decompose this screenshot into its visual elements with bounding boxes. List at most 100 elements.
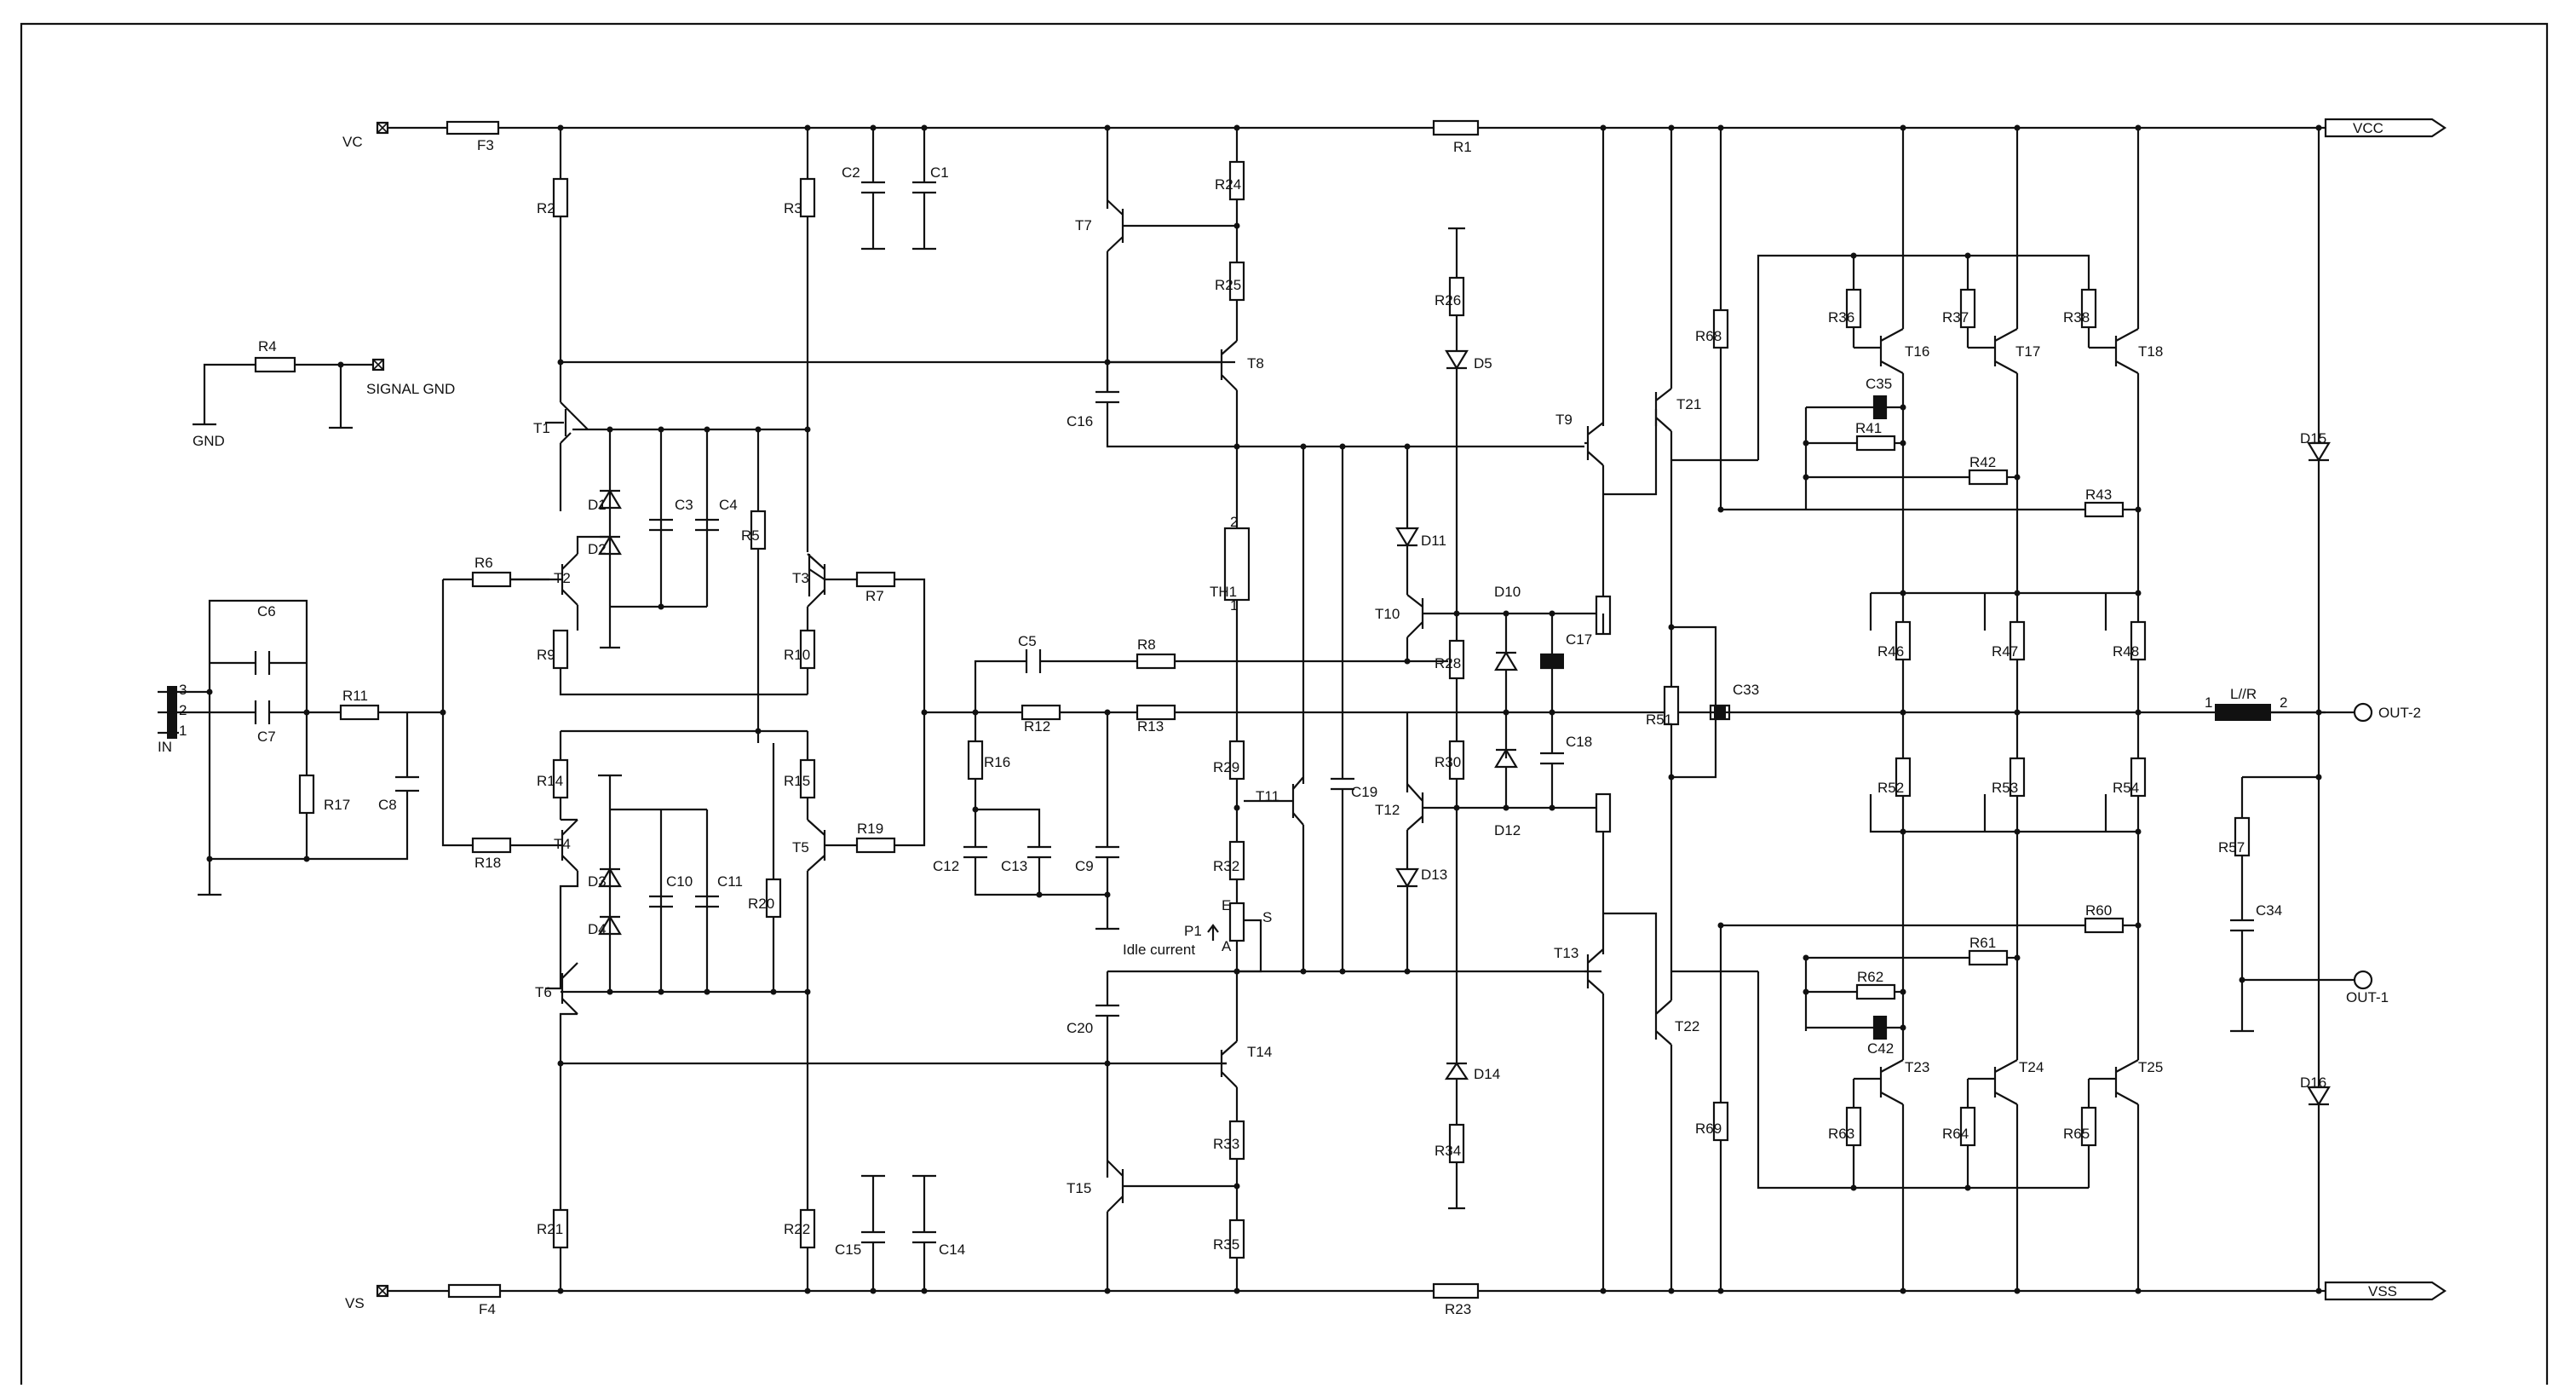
transistor-t7 xyxy=(1107,199,1237,252)
label-t25: T25 xyxy=(2138,1059,2163,1075)
out2-terminal xyxy=(2353,702,2373,723)
label-c8: C8 xyxy=(378,797,397,813)
label-p1-a: A xyxy=(1222,938,1232,954)
label-r63: R63 xyxy=(1828,1126,1854,1142)
label-r51: R51 xyxy=(1646,712,1672,728)
label-t10: T10 xyxy=(1375,606,1400,622)
resistor-r41 xyxy=(1855,435,1896,452)
label-r9: R9 xyxy=(537,647,555,663)
label-c17: C17 xyxy=(1566,631,1592,648)
resistor-r61 xyxy=(1968,949,2009,966)
label-r7: R7 xyxy=(865,588,884,604)
label-r38: R38 xyxy=(2063,309,2090,326)
label-c7: C7 xyxy=(257,729,276,745)
label-t6: T6 xyxy=(535,984,552,1000)
label-vss: VSS xyxy=(2368,1283,2397,1299)
transistor-t5 xyxy=(807,819,857,872)
label-p1-e: E xyxy=(1222,897,1231,913)
diode-d1 xyxy=(598,488,622,510)
label-d15: D15 xyxy=(2300,430,2326,447)
label-t5: T5 xyxy=(792,839,809,856)
resistor-r18 xyxy=(471,837,512,854)
label-c9: C9 xyxy=(1075,858,1094,874)
label-c4: C4 xyxy=(719,497,738,513)
label-r8: R8 xyxy=(1137,637,1156,653)
vcc-port xyxy=(2324,118,2447,138)
label-r6: R6 xyxy=(474,555,493,571)
label-d14: D14 xyxy=(1474,1066,1500,1082)
diode-d14 xyxy=(1444,1062,1469,1080)
label-c3: C3 xyxy=(675,497,693,513)
label-r52: R52 xyxy=(1877,780,1904,796)
label-c35: C35 xyxy=(1866,376,1892,392)
label-r64: R64 xyxy=(1942,1126,1969,1142)
label-r5: R5 xyxy=(741,527,760,544)
label-c5: C5 xyxy=(1018,633,1037,649)
transistor-t4 xyxy=(545,819,578,872)
resistor-r7 xyxy=(855,571,896,588)
resistor-r17 xyxy=(298,774,315,815)
label-r12: R12 xyxy=(1024,718,1050,735)
label-t22: T22 xyxy=(1675,1018,1699,1034)
label-c6: C6 xyxy=(257,603,276,619)
label-t18: T18 xyxy=(2138,343,2163,360)
diode-d13 xyxy=(1395,867,1419,889)
resistor-r3 xyxy=(799,177,816,218)
label-r62: R62 xyxy=(1857,969,1883,985)
label-r34: R34 xyxy=(1435,1143,1461,1159)
resistor-r12 xyxy=(1021,704,1061,721)
resistor-r8 xyxy=(1136,653,1176,670)
driver-stage: T9 T21 R51 C33 T13 T22 R68 xyxy=(1554,124,1759,1294)
label-r60: R60 xyxy=(2085,902,2112,919)
resistor-r4 xyxy=(254,356,296,373)
output-stage-upper: R36 R37 R38 T16 T17 T18 C35 R41 R42 R43 … xyxy=(1671,124,2163,758)
transistor-t1 xyxy=(545,401,572,444)
diode-d3 xyxy=(598,867,622,888)
label-r18: R18 xyxy=(474,855,501,871)
label-r2: R2 xyxy=(537,200,555,216)
label-t2: T2 xyxy=(554,570,571,586)
label-pin1: 1 xyxy=(179,723,187,739)
label-signal-gnd: SIGNAL GND xyxy=(366,381,455,397)
label-r36: R36 xyxy=(1828,309,1854,326)
label-t17: T17 xyxy=(2015,343,2040,360)
resistor-r9 xyxy=(552,629,569,670)
transistor-t15 xyxy=(1107,1160,1237,1213)
transistor-t6 xyxy=(545,962,578,1015)
transistor-t16 xyxy=(1854,328,1904,374)
ground-tie: R4 GND SIGNAL GND xyxy=(193,338,455,449)
fuse-f3 xyxy=(446,120,500,135)
label-f4: F4 xyxy=(479,1301,496,1317)
label-r11: R11 xyxy=(342,688,368,704)
vss-rail: VS F4 R23 VSS xyxy=(345,1281,2447,1317)
differential-stage: R6 R18 R2 R3 C2 C1 T1 D1 D2 xyxy=(441,124,1235,1294)
label-r47: R47 xyxy=(1992,643,2018,660)
label-r46: R46 xyxy=(1877,643,1904,660)
bias-network: T11 C19 D11 T10 R26 D5 R28 R30 D14 R34 xyxy=(1244,227,1601,1210)
diode-d5 xyxy=(1445,349,1469,371)
label-t7: T7 xyxy=(1075,217,1092,233)
label-inductor: L//R xyxy=(2230,686,2257,702)
label-c20: C20 xyxy=(1067,1020,1093,1036)
label-out2: OUT-2 xyxy=(2378,705,2421,721)
label-ind-pin1: 1 xyxy=(2205,694,2212,711)
label-d16: D16 xyxy=(2300,1074,2326,1091)
label-r61: R61 xyxy=(1969,935,1996,951)
label-t4: T4 xyxy=(554,836,571,852)
label-in: IN xyxy=(158,739,172,755)
label-r69: R69 xyxy=(1695,1121,1722,1137)
label-th1: TH1 xyxy=(1210,584,1237,600)
label-vc: VC xyxy=(342,134,363,150)
label-d4: D4 xyxy=(588,921,607,937)
label-r24: R24 xyxy=(1215,176,1241,193)
label-r42: R42 xyxy=(1969,454,1996,470)
label-d2: D2 xyxy=(588,541,607,557)
resistor-r42 xyxy=(1968,469,2009,486)
potentiometer-p1 xyxy=(1228,902,1245,942)
label-t3: T3 xyxy=(792,570,809,586)
vcc-rail: VC F3 R1 VCC xyxy=(342,118,2447,155)
transistor-t8 xyxy=(1107,340,1238,391)
out1-terminal xyxy=(2353,970,2373,990)
label-r48: R48 xyxy=(2113,643,2139,660)
diode-d4 xyxy=(598,914,622,936)
